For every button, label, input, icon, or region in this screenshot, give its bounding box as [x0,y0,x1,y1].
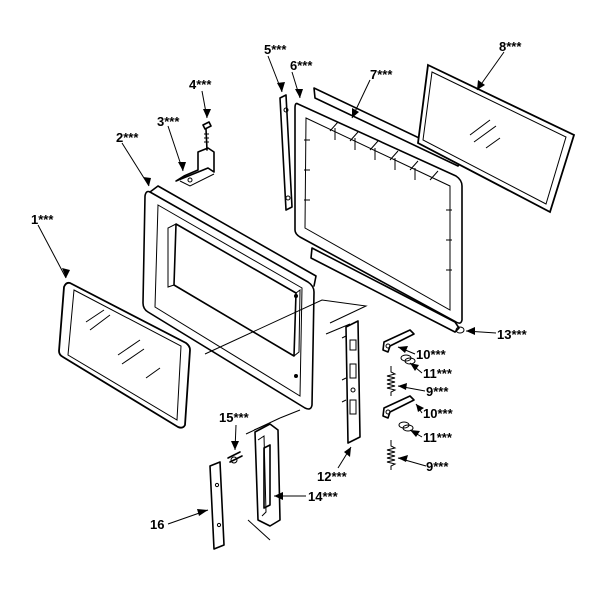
callout-5: 5*** [264,42,287,57]
callout-9a: 9*** [426,384,449,399]
callout-labels: 1*** 2*** 3*** 4*** 5*** 6*** 7*** 8*** … [31,39,528,532]
latch-hook-upper [382,329,415,353]
rail-end-cap [455,326,465,334]
callout-1: 1*** [31,212,54,227]
callout-6: 6*** [290,58,313,73]
callout-2: 2*** [116,130,139,145]
hinge-rail [279,94,293,211]
outer-glass-panel [58,281,191,429]
callout-3: 3*** [157,114,180,129]
callout-7: 7*** [370,67,393,82]
door-handle [254,423,281,527]
leader-lines [37,51,505,525]
callout-12: 12*** [317,469,348,484]
latch-hook-lower [382,395,415,419]
callout-4: 4*** [189,77,212,92]
inner-glass-panel [417,63,576,214]
callout-13: 13*** [497,327,528,342]
latch-pin-lower [398,421,414,432]
door-frame [142,185,317,410]
door-bracket [175,147,215,187]
callout-11a: 11*** [423,366,453,381]
latch-pin-upper [400,354,416,365]
handle-screw [227,451,243,464]
latch-spring-lower [386,440,397,470]
callout-16: 16 [150,517,164,532]
callout-14: 14*** [308,489,339,504]
callout-10a: 10*** [416,347,447,362]
alignment-lines [204,299,368,541]
handle-strip [209,461,225,550]
callout-10b: 10*** [423,406,454,421]
callout-11b: 11*** [423,430,453,445]
callout-15: 15*** [219,410,250,425]
callout-9b: 9*** [426,459,449,474]
callout-8: 8*** [499,39,522,54]
latch-spring-upper [386,366,397,396]
latch-plate [341,320,361,444]
door-screw [202,121,212,151]
